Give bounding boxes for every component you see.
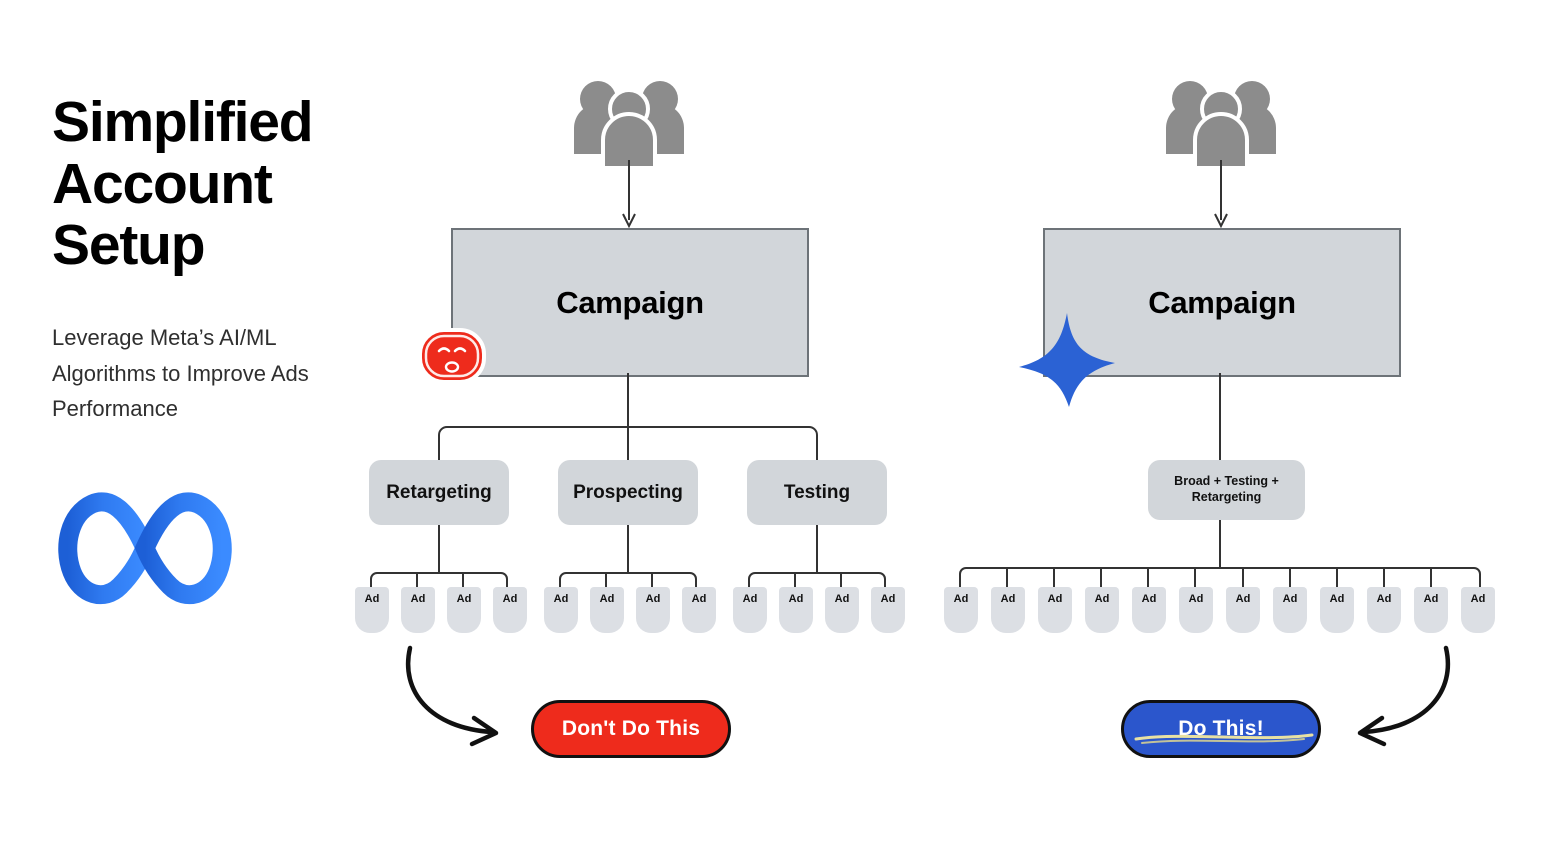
- ad-box-right-5[interactable]: Ad: [1179, 587, 1213, 633]
- connector-testing-to-ads: [748, 525, 886, 587]
- adset-box-prospecting-label: Prospecting: [573, 481, 683, 503]
- people-group-icon: [574, 81, 684, 168]
- adset-box-retargeting[interactable]: Retargeting: [369, 460, 509, 525]
- ad-box-left-2-0-label: Ad: [742, 593, 758, 605]
- ad-box-left-2-3[interactable]: Ad: [871, 587, 905, 633]
- ad-box-left-0-2[interactable]: Ad: [447, 587, 481, 633]
- adset-box-testing-label: Testing: [783, 481, 851, 503]
- adset-box-retargeting-label: Retargeting: [386, 481, 492, 503]
- ad-box-left-1-1[interactable]: Ad: [590, 587, 624, 633]
- campaign-box-right-label: Campaign: [1148, 284, 1296, 320]
- ad-box-right-6[interactable]: Ad: [1226, 587, 1260, 633]
- connector-adset-to-ads-right: [959, 520, 1481, 588]
- ad-box-left-2-2[interactable]: Ad: [825, 587, 859, 633]
- ad-box-right-11[interactable]: Ad: [1461, 587, 1495, 633]
- ad-box-right-10-label: Ad: [1423, 593, 1439, 605]
- ad-box-left-0-0-label: Ad: [364, 593, 380, 605]
- do-this-button[interactable]: Do This!: [1121, 700, 1321, 758]
- arrow-to-dont-do-this: [405, 645, 499, 747]
- ad-box-right-0-label: Ad: [953, 593, 969, 605]
- ad-box-left-2-0[interactable]: Ad: [733, 587, 767, 633]
- ad-box-right-9[interactable]: Ad: [1367, 587, 1401, 633]
- ad-box-left-1-0-label: Ad: [553, 593, 569, 605]
- ad-box-left-1-3-label: Ad: [691, 593, 707, 605]
- ad-box-right-3[interactable]: Ad: [1085, 587, 1119, 633]
- adset-box-testing[interactable]: Testing: [747, 460, 887, 525]
- dont-do-this-button[interactable]: Don't Do This: [531, 700, 731, 758]
- connector-campaign-to-adset-right: [1219, 373, 1221, 461]
- ad-box-left-1-3[interactable]: Ad: [682, 587, 716, 633]
- ad-box-right-3-label: Ad: [1094, 593, 1110, 605]
- ad-box-left-1-1-label: Ad: [599, 593, 615, 605]
- ad-box-left-1-2-label: Ad: [645, 593, 661, 605]
- dont-do-this-label: Don't Do This: [561, 717, 701, 740]
- page-subtitle: Leverage Meta’s AI/ML Algorithms to Impr…: [52, 325, 309, 422]
- campaign-box-left-label: Campaign: [556, 284, 704, 320]
- ad-box-right-4[interactable]: Ad: [1132, 587, 1166, 633]
- ad-box-right-8-label: Ad: [1329, 593, 1345, 605]
- adset-box-broad-line-1: Broad + Testing +: [1174, 474, 1279, 489]
- ad-box-right-2-label: Ad: [1047, 593, 1063, 605]
- ad-box-right-0[interactable]: Ad: [944, 587, 978, 633]
- page-title-line-1: Simplified: [52, 90, 314, 154]
- ad-box-right-4-label: Ad: [1141, 593, 1157, 605]
- people-group-icon-right: [1166, 81, 1276, 168]
- ad-box-left-1-2[interactable]: Ad: [636, 587, 670, 633]
- arrow-to-do-this: [1357, 645, 1451, 747]
- campaign-box-left[interactable]: Campaign: [451, 228, 809, 377]
- adset-box-prospecting[interactable]: Prospecting: [558, 460, 698, 525]
- ad-box-left-0-0[interactable]: Ad: [355, 587, 389, 633]
- ad-box-left-0-3-label: Ad: [502, 593, 518, 605]
- blue-star-badge: [1019, 313, 1115, 407]
- ad-box-left-1-0[interactable]: Ad: [544, 587, 578, 633]
- page-title-line-2: Account: [52, 151, 273, 216]
- page-title: Simplified Account Setup: [52, 90, 432, 278]
- meta-infinity-logo: [58, 492, 232, 605]
- connector-prospecting-to-ads: [559, 525, 697, 587]
- ad-box-right-8[interactable]: Ad: [1320, 587, 1354, 633]
- adset-box-broad-label: Broad + Testing + Retargeting: [1174, 474, 1279, 505]
- connector-retargeting-to-ads: [370, 525, 508, 587]
- ad-box-right-11-label: Ad: [1470, 593, 1486, 605]
- sad-face-badge: [418, 328, 486, 384]
- campaign-box-right[interactable]: Campaign: [1043, 228, 1401, 377]
- ad-box-left-0-3[interactable]: Ad: [493, 587, 527, 633]
- ad-box-left-0-2-label: Ad: [456, 593, 472, 605]
- ad-box-right-9-label: Ad: [1376, 593, 1392, 605]
- connector-audience-to-campaign-right: [1214, 160, 1228, 229]
- connector-audience-to-campaign-left: [622, 160, 636, 229]
- adset-box-broad-testing-retargeting[interactable]: Broad + Testing + Retargeting: [1148, 460, 1305, 520]
- ad-box-left-0-1[interactable]: Ad: [401, 587, 435, 633]
- ad-box-left-0-1-label: Ad: [410, 593, 426, 605]
- ad-box-right-10[interactable]: Ad: [1414, 587, 1448, 633]
- ad-box-left-2-1[interactable]: Ad: [779, 587, 813, 633]
- ad-box-left-2-3-label: Ad: [880, 593, 896, 605]
- ad-box-right-2[interactable]: Ad: [1038, 587, 1072, 633]
- ad-box-left-2-1-label: Ad: [788, 593, 804, 605]
- connector-campaign-to-adsets-left: [438, 373, 818, 465]
- ad-box-right-1-label: Ad: [1000, 593, 1016, 605]
- ad-box-right-1[interactable]: Ad: [991, 587, 1025, 633]
- ad-box-left-2-2-label: Ad: [834, 593, 850, 605]
- adset-box-broad-line-2: Retargeting: [1191, 490, 1262, 504]
- ad-box-right-5-label: Ad: [1188, 593, 1204, 605]
- ad-box-right-6-label: Ad: [1235, 593, 1251, 605]
- page-title-line-3: Setup: [52, 213, 206, 278]
- ad-box-right-7-label: Ad: [1282, 593, 1298, 605]
- ad-box-right-7[interactable]: Ad: [1273, 587, 1307, 633]
- do-this-label: Do This!: [1178, 717, 1264, 740]
